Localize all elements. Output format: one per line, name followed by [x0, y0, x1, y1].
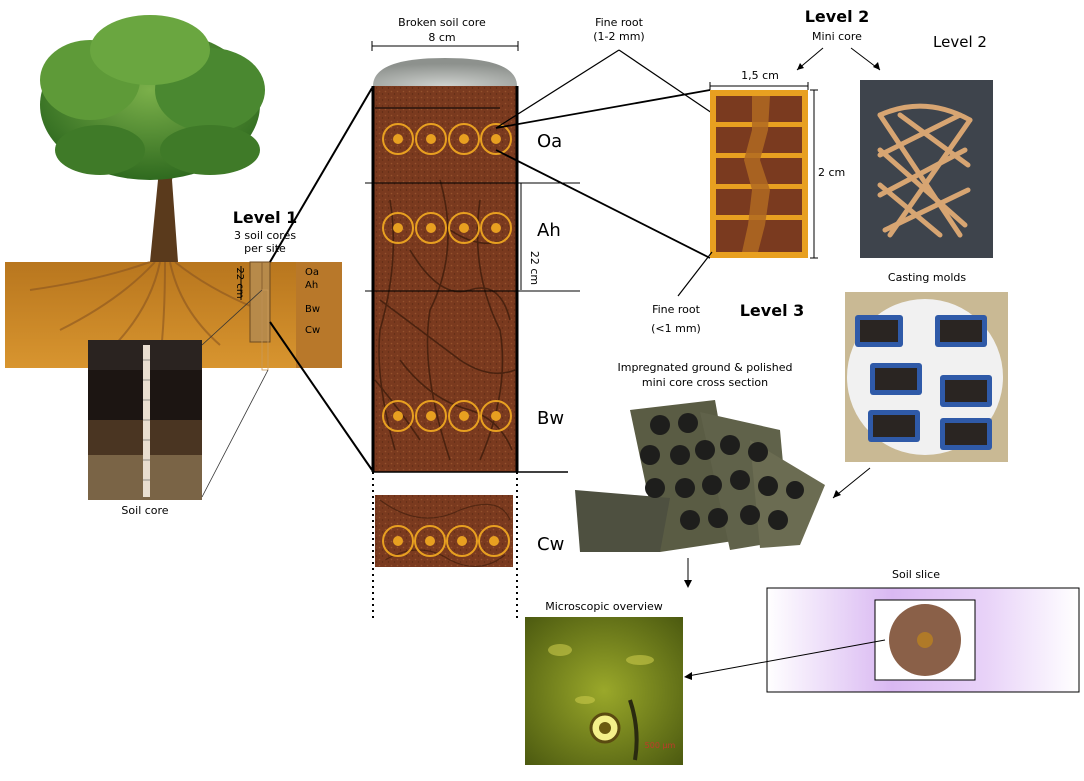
soil-slice-label: Soil slice	[892, 568, 940, 581]
horizon-small-oa: Oa	[305, 267, 319, 278]
horizon-small-cw: Cw	[305, 325, 320, 336]
core-cap	[373, 58, 517, 86]
mini-core-width: 1,5 cm	[741, 69, 779, 82]
soil-core-label: Soil core	[121, 504, 168, 517]
sample-rings-oa	[382, 123, 512, 155]
tree-illustration	[5, 15, 342, 368]
fine-root-fine-line1: Fine root	[652, 303, 701, 316]
fine-root-fine-line2: (<1 mm)	[651, 322, 701, 335]
level1-depth: 22 cm	[234, 267, 245, 298]
level3-title: Level 3	[740, 301, 805, 320]
core-title: Broken soil core	[398, 16, 486, 29]
sample-rings-bw	[382, 400, 512, 432]
mini-core	[710, 90, 808, 258]
microscopic-overview-photo	[525, 617, 683, 765]
cw-core-section	[375, 495, 513, 567]
core-height: 22 cm	[528, 251, 541, 285]
horizon-ah: Ah	[537, 220, 561, 241]
level1-line1: 3 soil cores	[234, 229, 296, 242]
mini-core-height: 2 cm	[818, 166, 845, 179]
horizon-small-ah: Ah	[305, 280, 318, 291]
impregnated-line2: mini core cross section	[642, 376, 768, 389]
fine-root-coarse-line1: Fine root	[595, 16, 644, 29]
casting-molds-photo	[845, 292, 1008, 462]
impregnated-line1: Impregnated ground & polished	[617, 361, 792, 374]
horizon-oa: Oa	[537, 131, 562, 152]
level1-title: Level 1	[233, 208, 298, 227]
horizon-cw: Cw	[537, 534, 564, 555]
fine-root-coarse-line2: (1-2 mm)	[593, 30, 644, 43]
broken-soil-core	[371, 58, 580, 473]
scale-bar-label: 500 µm	[645, 741, 676, 750]
ruler	[143, 345, 150, 497]
casting-molds-label: Casting molds	[888, 271, 966, 284]
soil-core-photo	[88, 340, 202, 500]
soil-slice-photo	[766, 587, 1080, 693]
horizon-small-bw: Bw	[305, 304, 320, 315]
level2-subtitle: Mini core	[812, 30, 862, 43]
horizon-bw: Bw	[537, 408, 564, 429]
mini-core-root	[742, 96, 770, 252]
microscopic-label: Microscopic overview	[545, 600, 663, 613]
level2-title: Level 2	[805, 7, 870, 26]
mini-core-photo	[860, 80, 993, 258]
sample-rings-ah	[382, 212, 512, 244]
core-width: 8 cm	[428, 31, 455, 44]
field-soil-core	[249, 261, 342, 371]
impregnated-cross-section-photo	[568, 396, 826, 552]
level2-label-right: Level 2	[933, 33, 987, 51]
